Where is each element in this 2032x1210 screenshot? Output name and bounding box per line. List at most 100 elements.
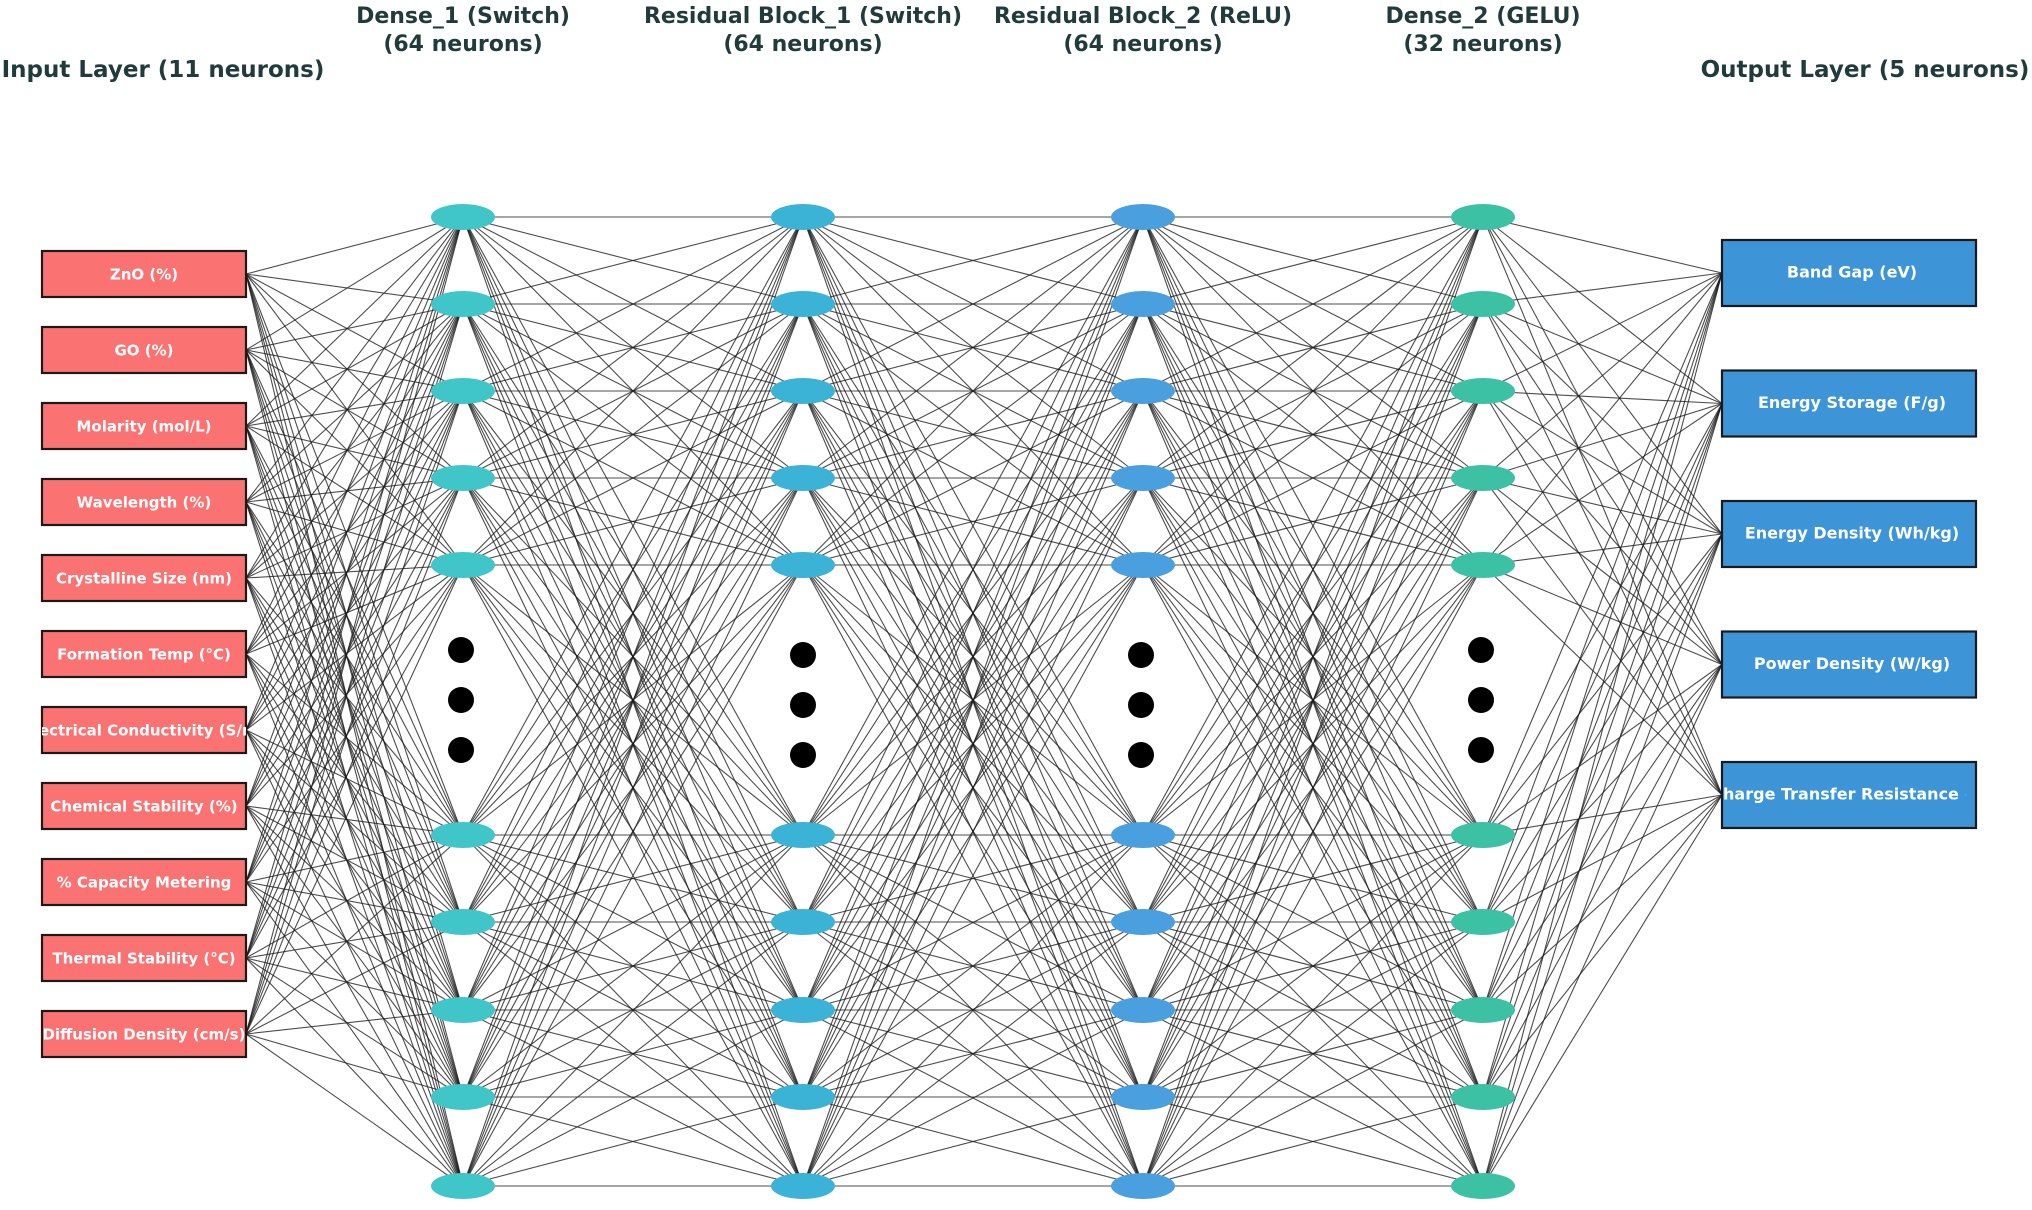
output-connection (1482, 794, 1723, 1098)
output-connection (1482, 403, 1723, 566)
hidden-connection (1142, 564, 1484, 1187)
input-connection (245, 564, 464, 1035)
input-node-label: Molarity (mol/L) (76, 418, 211, 436)
output-connection (1482, 403, 1723, 1011)
output-connection (1482, 794, 1723, 1011)
input-connection (245, 501, 464, 566)
hidden-connection (802, 1096, 1144, 1187)
residual2-neuron (1111, 291, 1175, 317)
output-node: Band Gap (eV) (1720, 238, 1978, 308)
input-connection (245, 477, 464, 503)
hidden-connection (462, 477, 804, 566)
input-connection (245, 216, 464, 807)
output-connection (1482, 272, 1723, 1011)
output-connection (1482, 390, 1723, 796)
hidden-connection (1142, 1009, 1484, 1187)
residual2-title: Residual Block_2 (ReLU) (994, 4, 1292, 29)
input-node: GO (%) (40, 325, 248, 375)
input-connection (245, 577, 464, 836)
residual2-neuron (1111, 997, 1175, 1023)
hidden-connection (1142, 1096, 1484, 1187)
hidden-connection (802, 390, 1144, 1187)
hidden-connection (1142, 477, 1484, 566)
output-connection (1482, 533, 1723, 566)
hidden-connection (802, 303, 1144, 566)
layer-nodes: ZnO (%)GO (%)Molarity (mol/L)Wavelength … (40, 204, 1992, 1199)
input-connection (245, 564, 464, 579)
residual1-neuron (771, 552, 835, 578)
input-connection (245, 390, 464, 959)
ellipsis-dot (1468, 687, 1494, 713)
output-node-label: Energy Density (Wh/kg) (1745, 524, 1959, 543)
input-connection (245, 805, 464, 1011)
input-connection (245, 273, 464, 392)
input-connection (245, 273, 464, 479)
input-connection (245, 501, 464, 1187)
output-connection (1482, 564, 1723, 666)
hidden-connection (802, 216, 1144, 479)
output-node: Power Density (W/kg) (1720, 630, 1978, 699)
hidden-connection (802, 921, 1144, 1187)
input-connection (245, 477, 464, 959)
dense1-neuron (431, 465, 495, 491)
input-connection (245, 577, 464, 923)
output-connection (1482, 403, 1723, 836)
residual1-neuron (771, 822, 835, 848)
hidden-connection (462, 1009, 804, 1187)
hidden-connection (462, 921, 804, 1187)
hidden-connection (802, 477, 1144, 566)
input-connection (245, 805, 464, 1098)
input-connection (245, 216, 464, 1035)
dense1-neuron (431, 822, 495, 848)
input-node-label: Thermal Stability (°C) (52, 950, 235, 968)
residual2-neuron (1111, 822, 1175, 848)
input-connection (245, 653, 464, 836)
input-connection (245, 216, 464, 959)
output-connection (1482, 477, 1723, 796)
hidden-connection (802, 1009, 1144, 1187)
hidden-connection (1142, 216, 1484, 392)
dense2-neuron (1451, 465, 1515, 491)
input-connection (245, 921, 464, 959)
hidden-connection (462, 564, 804, 1187)
input-connection (245, 564, 464, 959)
input-node: Thermal Stability (°C) (40, 933, 248, 983)
output-node-label: Energy Storage (F/g) (1758, 393, 1946, 412)
hidden-connection (462, 834, 804, 1187)
output-connection (1482, 477, 1723, 665)
residual1-neuron (771, 291, 835, 317)
input-connection (245, 390, 464, 503)
input-connection (245, 834, 464, 883)
input-connection (245, 390, 464, 807)
input-connection (245, 273, 464, 566)
residual1-title: Residual Block_1 (Switch) (644, 4, 962, 29)
hidden-connection (462, 390, 804, 566)
input-connection (245, 303, 464, 1035)
input-connection (245, 216, 464, 351)
output-connection (1482, 533, 1723, 1011)
dense1-neuron (431, 552, 495, 578)
input-connection (245, 477, 464, 655)
residual2-neuron (1111, 1173, 1175, 1199)
input-connection (245, 957, 464, 1011)
hidden-connection (462, 216, 804, 479)
output-connection (1482, 216, 1723, 274)
dense2-neuron (1451, 1173, 1515, 1199)
input-connection (245, 653, 464, 1011)
input-node: ZnO (%) (40, 249, 248, 299)
input-connection (245, 216, 464, 503)
input-connection (245, 881, 464, 1011)
output-connection (1482, 216, 1723, 404)
residual1-neuron (771, 909, 835, 935)
output-connection (1482, 272, 1723, 392)
input-node: Crystalline Size (nm) (40, 553, 248, 603)
residual1-neuron (771, 378, 835, 404)
hidden-connection (1142, 834, 1484, 1011)
input-connection (245, 390, 464, 1035)
output-node-label: Charge Transfer Resistance (Ω) (1711, 785, 1992, 804)
input-connection (245, 425, 464, 479)
input-connection (245, 564, 464, 883)
output-connection (1482, 390, 1723, 665)
input-node: Formation Temp (°C) (40, 629, 248, 679)
input-connection (245, 390, 464, 427)
